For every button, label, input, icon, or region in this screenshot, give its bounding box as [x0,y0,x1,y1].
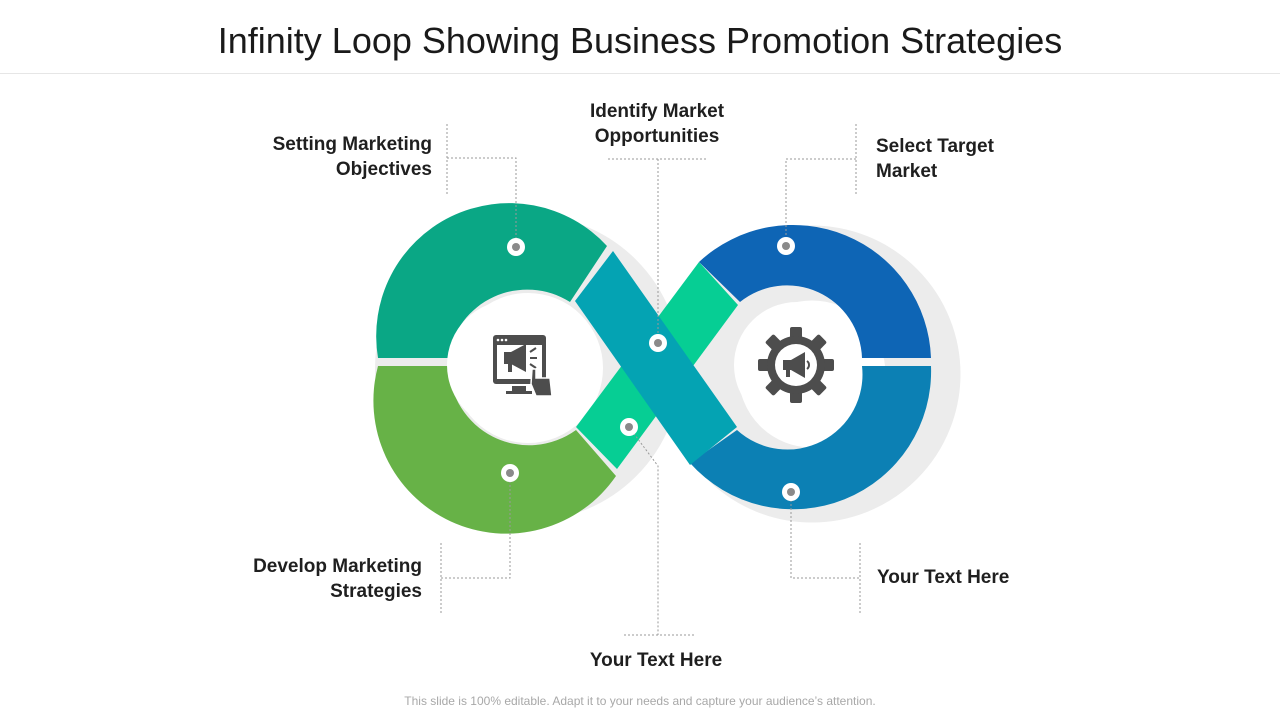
left-ring-bottom-segment [373,366,616,534]
label-bottom-right: Your Text Here [877,567,1010,588]
footer-note: This slide is 100% editable. Adapt it to… [404,694,876,708]
label-setting-objectives: Setting Marketing Objectives [272,134,432,180]
left-ring-top-segment [376,203,607,358]
marker-dot-select-target [777,237,795,255]
connector-develop-strategies [441,473,511,579]
connector-select-target [785,158,856,247]
marker-dot-setting-objectives [507,238,525,256]
megaphone-monitor-icon [493,335,553,397]
right-ring-bottom-segment [690,366,932,510]
label-develop-strategies: Develop Marketing Strategies [253,556,422,602]
label-bottom-center: Your Text Here [589,650,723,671]
megaphone-gear-icon [758,327,834,403]
right-ring-top-segment [699,224,931,358]
marker-dot-bottom-center [620,418,638,436]
marker-dot-bottom-right [782,483,800,501]
connector-setting-objectives [447,157,517,247]
marker-dot-develop-strategies [501,464,519,482]
connector-bottom-right [790,492,860,579]
marker-dot-identify-opportunities [649,334,667,352]
label-select-target: Select Target Market [876,136,994,182]
label-identify-opportunities: Identify Market Opportunities [589,101,725,147]
center-crossing-band [575,251,737,465]
title-divider [0,73,1280,74]
connector-bottom-center [628,426,659,635]
page-title: Infinity Loop Showing Business Promotion… [217,20,1063,61]
